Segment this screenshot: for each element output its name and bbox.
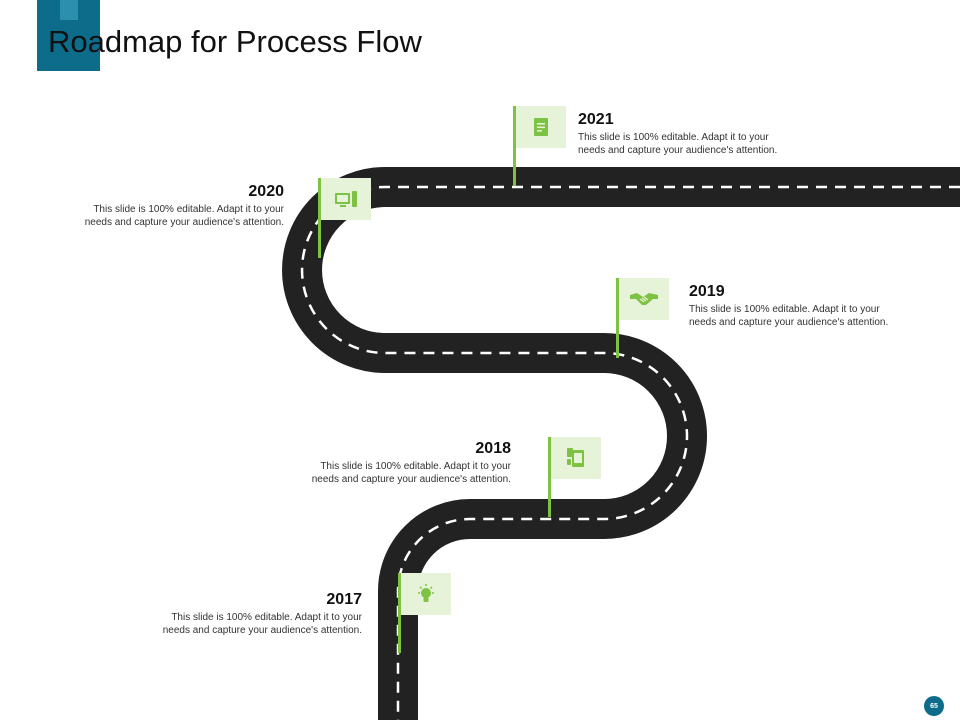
milestone-pole: [548, 437, 551, 517]
milestone-flag: [551, 437, 601, 479]
milestone-year: 2021: [578, 111, 614, 128]
handshake-icon: [630, 293, 658, 305]
milestone-year: 2017: [326, 591, 362, 608]
devices-icon: [567, 448, 584, 467]
milestone-description: This slide is 100% editable. Adapt it to…: [578, 132, 778, 156]
milestone-year: 2019: [689, 283, 725, 300]
milestone-2020-text: 2020 This slide is 100% editable. Adapt …: [44, 182, 284, 229]
computer-icon: [335, 191, 357, 207]
milestone-flag: [321, 178, 371, 220]
milestone-description: This slide is 100% editable. Adapt it to…: [162, 612, 362, 636]
milestone-flag: [619, 278, 669, 320]
milestone-pole: [616, 278, 619, 358]
milestone-year: 2018: [475, 440, 511, 457]
milestone-year: 2020: [248, 183, 284, 200]
milestone-flag: [516, 106, 566, 148]
milestone-pole: [318, 178, 321, 258]
lightbulb-icon: [418, 584, 434, 602]
milestone-2021-text: 2021 This slide is 100% editable. Adapt …: [578, 110, 818, 157]
milestone-pole: [398, 573, 401, 653]
milestone-description: This slide is 100% editable. Adapt it to…: [689, 304, 889, 328]
milestone-2019-text: 2019 This slide is 100% editable. Adapt …: [689, 282, 929, 329]
milestone-description: This slide is 100% editable. Adapt it to…: [84, 204, 284, 228]
milestone-pole: [513, 106, 516, 186]
title-accent-notch: [60, 0, 78, 20]
milestone-2018-text: 2018 This slide is 100% editable. Adapt …: [271, 439, 511, 486]
slide-title: Roadmap for Process Flow: [48, 24, 422, 59]
page-number-badge: 65: [924, 696, 944, 716]
milestone-description: This slide is 100% editable. Adapt it to…: [311, 461, 511, 485]
milestone-2017-text: 2017 This slide is 100% editable. Adapt …: [122, 590, 362, 637]
road-asphalt: [282, 167, 960, 720]
milestone-flag: [401, 573, 451, 615]
document-icon: [534, 118, 548, 136]
